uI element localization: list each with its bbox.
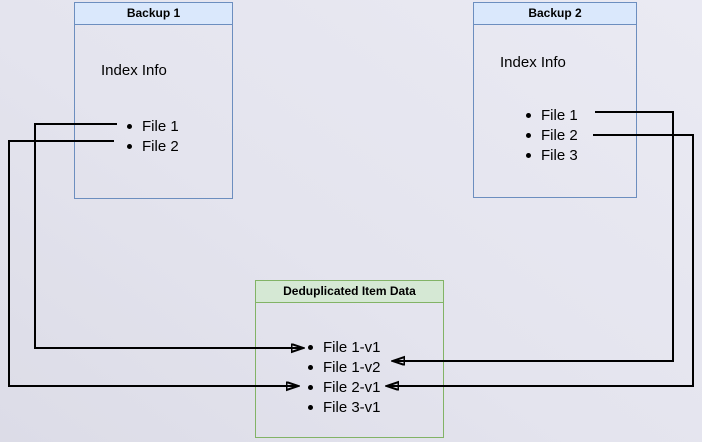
- dedup-item-label: File 3-v1: [323, 398, 381, 416]
- backup1-title: Backup 1: [75, 3, 232, 25]
- deduplicated-item-data-box: Deduplicated Item Data File 1-v1 File 1-…: [255, 280, 444, 438]
- bullet-icon: [127, 143, 132, 149]
- bullet-icon: [526, 132, 531, 138]
- backup2-box: Backup 2 Index Info File 1 File 2 File 3: [473, 2, 637, 198]
- dedup-item-label: File 1-v1: [323, 338, 381, 356]
- backup2-title: Backup 2: [474, 3, 636, 25]
- backup1-file-list: File 1 File 2: [75, 116, 232, 156]
- bullet-icon: [127, 123, 132, 129]
- list-item: File 3: [474, 145, 636, 165]
- file-label: File 3: [541, 146, 578, 164]
- backup2-file-list: File 1 File 2 File 3: [474, 105, 636, 165]
- bullet-icon: [308, 404, 313, 410]
- file-label: File 2: [541, 126, 578, 144]
- deduplicated-item-data-title: Deduplicated Item Data: [256, 281, 443, 303]
- dedup-item-label: File 1-v2: [323, 358, 381, 376]
- bullet-icon: [308, 344, 313, 350]
- list-item: File 2: [75, 136, 232, 156]
- dedup-item-list: File 1-v1 File 1-v2 File 2-v1 File 3-v1: [256, 337, 443, 417]
- backup1-box: Backup 1 Index Info File 1 File 2: [74, 2, 233, 199]
- dedup-item-label: File 2-v1: [323, 378, 381, 396]
- list-item: File 2: [474, 125, 636, 145]
- bullet-icon: [526, 112, 531, 118]
- backup2-index-info-label: Index Info: [500, 54, 566, 71]
- file-label: File 2: [142, 137, 179, 155]
- list-item: File 1: [474, 105, 636, 125]
- bullet-icon: [308, 364, 313, 370]
- list-item: File 3-v1: [256, 397, 443, 417]
- list-item: File 1-v1: [256, 337, 443, 357]
- list-item: File 2-v1: [256, 377, 443, 397]
- bullet-icon: [526, 152, 531, 158]
- file-label: File 1: [142, 117, 179, 135]
- list-item: File 1-v2: [256, 357, 443, 377]
- bullet-icon: [308, 384, 313, 390]
- list-item: File 1: [75, 116, 232, 136]
- backup1-index-info-label: Index Info: [101, 62, 167, 79]
- file-label: File 1: [541, 106, 578, 124]
